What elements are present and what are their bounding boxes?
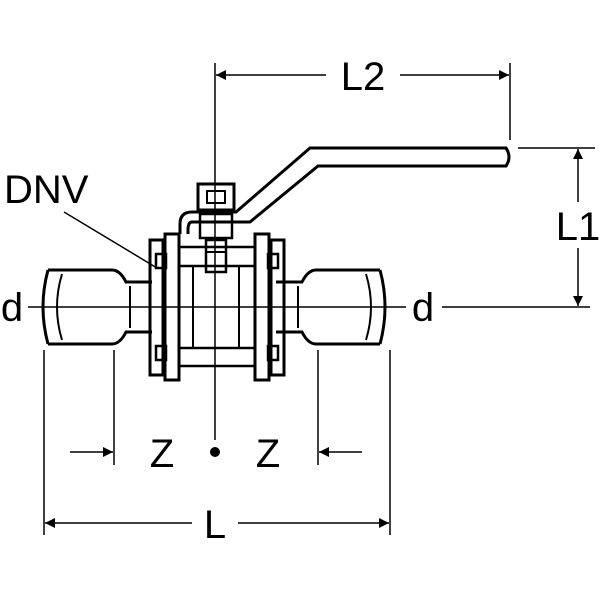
dimension-l2: L2 xyxy=(216,55,509,99)
bolt xyxy=(154,344,168,362)
bolt xyxy=(266,252,280,270)
valve-stem xyxy=(196,182,236,274)
l-label: L xyxy=(204,503,226,547)
dimension-l: L xyxy=(45,503,389,547)
l2-label: L2 xyxy=(341,55,386,99)
center-point xyxy=(210,447,220,457)
z-right-label: Z xyxy=(256,432,280,476)
handle-lever xyxy=(178,146,511,234)
dnv-label: DNV xyxy=(4,168,89,212)
d-right-label: d xyxy=(412,286,434,330)
dnv-callout: DNV xyxy=(4,168,158,269)
bolt xyxy=(154,252,168,270)
dimension-l1: L1 xyxy=(556,149,600,306)
z-left-label: Z xyxy=(150,432,174,476)
d-left-label: d xyxy=(1,286,23,330)
bolt xyxy=(266,344,280,362)
dimension-z: Z Z xyxy=(70,432,362,476)
l1-label: L1 xyxy=(556,205,600,249)
